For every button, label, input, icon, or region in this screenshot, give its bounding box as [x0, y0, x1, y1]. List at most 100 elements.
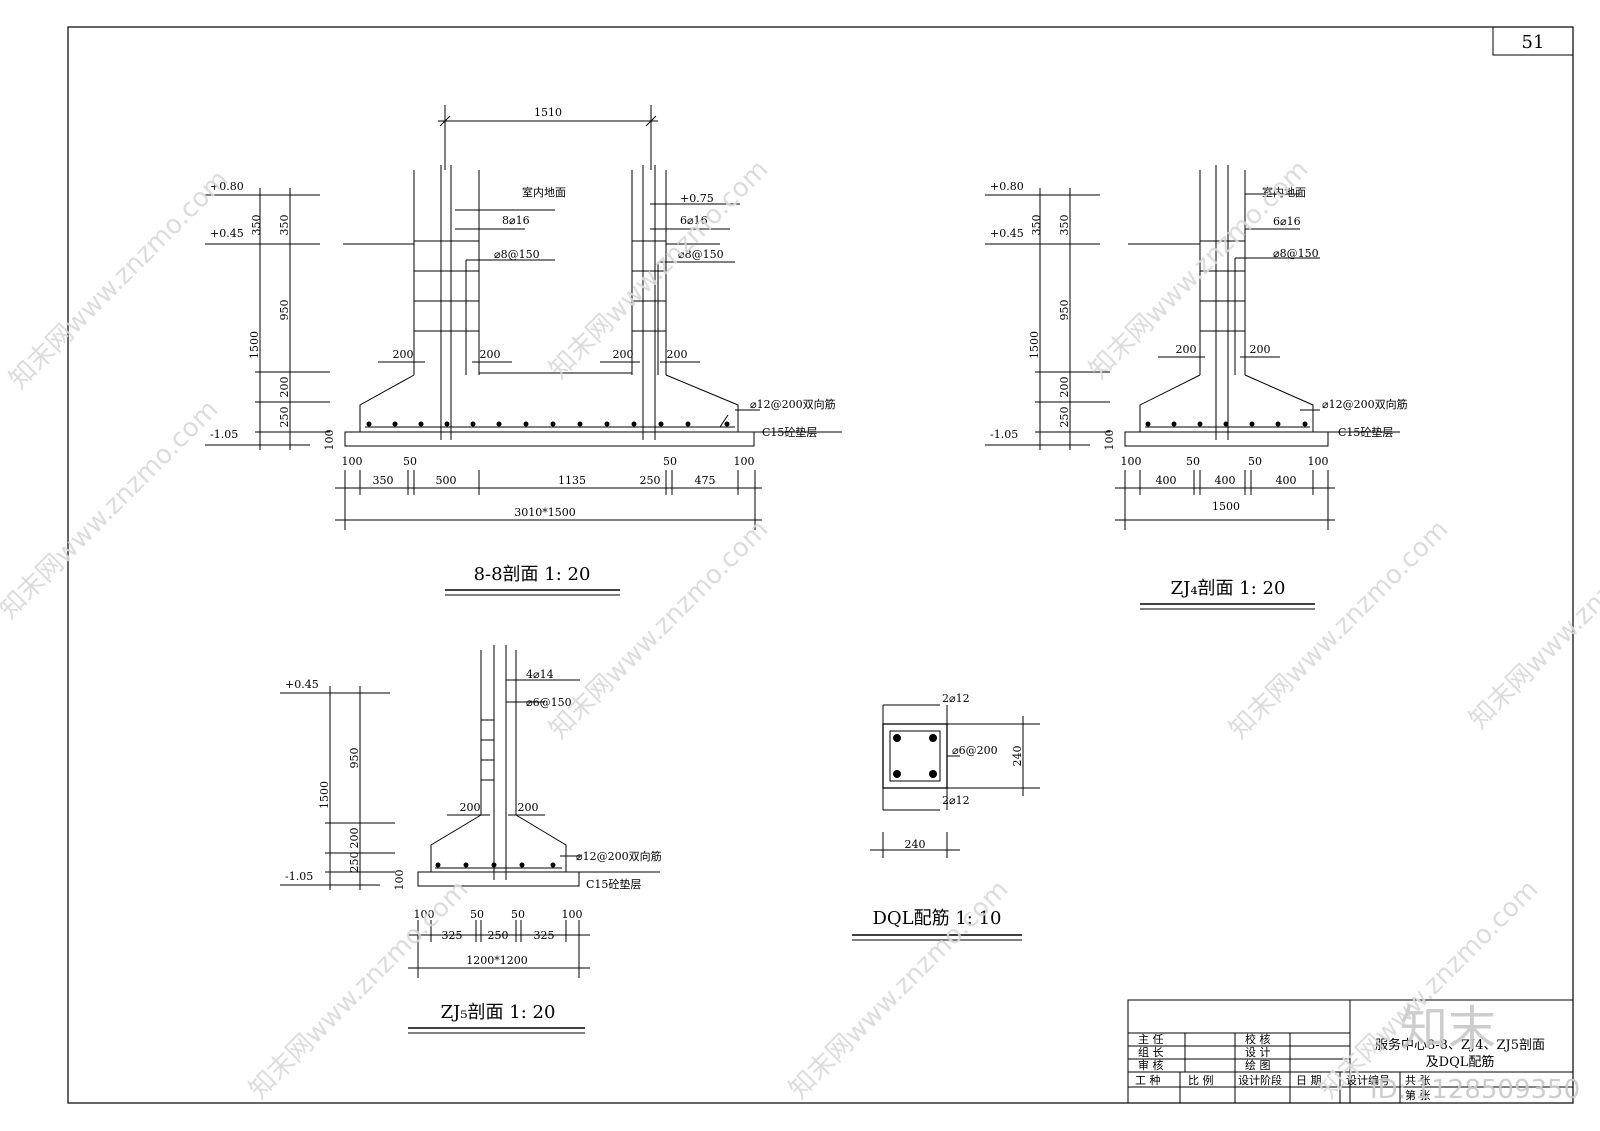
zj4-bdim-400-a: 400: [1156, 474, 1177, 487]
zj5-level-plus045: +0.45: [285, 678, 319, 691]
zj5-bdim-325-b: 325: [534, 929, 555, 942]
section-8-8-text: 1510 +0.80 +0.45 -1.05 +0.75 350 350 950…: [210, 106, 836, 585]
title-block: [1127, 999, 1574, 1104]
label-d8-150-right: ⌀8@150: [678, 248, 724, 261]
zj4-dim-200: 200: [1058, 377, 1071, 398]
watermark-text: 知末网www.znzmo.com: [1224, 514, 1455, 745]
bdim-overall: 3010*1500: [514, 506, 576, 519]
zj4-dim-350-a: 350: [1030, 215, 1043, 236]
dql-label-bottom: 2⌀12: [942, 794, 970, 807]
dql-dim-horizontal: 240: [905, 838, 926, 851]
zj4-label-d12-200: ⌀12@200双向筋: [1322, 397, 1408, 411]
tb-director: 主 任: [1138, 1033, 1164, 1046]
page-number: 51: [1522, 32, 1545, 53]
tb-checker: 校 核: [1245, 1032, 1271, 1046]
dim-1500: 1500: [248, 331, 261, 359]
level-plus080: +0.80: [210, 180, 244, 193]
watermark-text: 知末网www.znzmo.com: [1314, 874, 1545, 1105]
zj4-label-d8-150: ⌀8@150: [1273, 247, 1319, 260]
section-zj5: [280, 645, 660, 1034]
dim-100: 100: [323, 430, 336, 451]
zj5-bdim-250: 250: [488, 929, 509, 942]
dql-dim-vertical: 240: [1011, 746, 1024, 767]
zj4-bdim-50-a: 50: [1186, 455, 1200, 468]
bdim-100-a: 100: [342, 455, 363, 468]
tb-drafter: 绘 图: [1245, 1058, 1271, 1072]
zj5-dim-100: 100: [393, 870, 406, 891]
zj5-level-minus105: -1.05: [285, 870, 313, 883]
dim-200: 200: [278, 377, 291, 398]
zj4-bdim-400-b: 400: [1215, 474, 1236, 487]
zj5-bdim-100-a: 100: [414, 908, 435, 921]
dim-250: 250: [278, 407, 291, 428]
bdim-100-b: 100: [734, 455, 755, 468]
tb-designer: 设 计: [1245, 1046, 1271, 1059]
section-dql: [852, 704, 1040, 941]
zj4-bdim-overall: 1500: [1212, 500, 1240, 513]
bdim-50-b: 50: [663, 455, 677, 468]
bdim-1135: 1135: [558, 474, 586, 487]
tb-total-sheets: 共 张: [1405, 1074, 1431, 1087]
tb-sheet-number: 第 张: [1405, 1088, 1431, 1102]
label-c15: C15砼垫层: [762, 425, 817, 439]
tb-reviewer: 审 核: [1138, 1058, 1164, 1072]
watermark-text: 知末网www.znzmo.com: [1464, 504, 1600, 735]
dim-350-a: 350: [250, 215, 263, 236]
watermarks: 知末网www.znzmo.com 知末网www.znzmo.com 知末网www…: [0, 154, 1600, 1105]
dql-rebar-dots: [893, 734, 937, 778]
zj5-label-d12-200: ⌀12@200双向筋: [576, 849, 662, 863]
tb-scale: 比 例: [1188, 1073, 1214, 1087]
zj4-dim200-b: 200: [1250, 343, 1271, 356]
zj5-dim-250: 250: [348, 852, 361, 873]
section-dql-text: 2⌀12 ⌀6@200 2⌀12 240 240 DQL配筋 1: 10: [872, 692, 1024, 929]
level-plus045: +0.45: [210, 227, 244, 240]
watermark-text: 知末网www.znzmo.com: [4, 164, 235, 395]
zj4-bdim-100-a: 100: [1121, 455, 1142, 468]
section-zj4: [985, 165, 1400, 610]
zj5-bdim-50-a: 50: [470, 908, 484, 921]
tb-design-number: 设计编号: [1346, 1073, 1390, 1087]
title-block-text: 主 任 校 核 组 长 设 计 审 核 绘 图 工 种 比 例 设计阶段 日 期…: [1135, 1032, 1545, 1102]
bdim-475: 475: [695, 474, 716, 487]
bdim-500: 500: [436, 474, 457, 487]
watermark-text: 知末网www.znzmo.com: [544, 154, 775, 385]
zj4-bdim-400-c: 400: [1276, 474, 1297, 487]
label-d8-150-left: ⌀8@150: [494, 248, 540, 261]
section-zj4-text: +0.80 +0.45 -1.05 350 350 950 200 250 10…: [990, 180, 1408, 599]
page-number-box: [1492, 26, 1574, 56]
zj5-dim200-a: 200: [460, 801, 481, 814]
tb-design-stage: 设计阶段: [1238, 1073, 1282, 1087]
zj5-label-c15: C15砼垫层: [586, 877, 641, 891]
zj4-level-minus105: -1.05: [990, 428, 1018, 441]
level-plus075: +0.75: [680, 192, 714, 205]
dim200-a: 200: [393, 348, 414, 361]
zj4-label-c15: C15砼垫层: [1338, 425, 1393, 439]
zj5-label-d6-150: ⌀6@150: [526, 696, 572, 709]
zj5-dim200-b: 200: [518, 801, 539, 814]
watermark-text: 知末网www.znzmo.com: [544, 514, 775, 745]
zj4-bdim-50-b: 50: [1248, 455, 1262, 468]
section-zj5-rebar-dots: [435, 862, 556, 868]
zj5-bdim-overall: 1200*1200: [466, 954, 528, 967]
zj4-dim-100: 100: [1103, 430, 1116, 451]
zj5-dim-200: 200: [348, 828, 361, 849]
section-title-dql: DQL配筋 1: 10: [872, 908, 1001, 929]
sheet-border: [67, 26, 1574, 1104]
zj5-bdim-100-b: 100: [562, 908, 583, 921]
zj5-dim-950: 950: [348, 748, 361, 769]
bdim-350: 350: [373, 474, 394, 487]
dql-label-stirrup: ⌀6@200: [952, 744, 998, 757]
dim200-d: 200: [667, 348, 688, 361]
zj4-dim-350-b: 350: [1058, 215, 1071, 236]
tb-drawing-title-1: 服务中心8-8、ZJ4、ZJ5剖面: [1375, 1037, 1545, 1053]
label-8d16: 8⌀16: [502, 214, 530, 227]
dim-350-b: 350: [278, 215, 291, 236]
section-zj4-rebar-dots: [1145, 421, 1308, 427]
watermark-text: 知末网www.znzmo.com: [0, 394, 224, 625]
zj4-bdim-100-b: 100: [1308, 455, 1329, 468]
zj4-level-plus045: +0.45: [990, 227, 1024, 240]
label-d12-200: ⌀12@200双向筋: [750, 397, 836, 411]
section-title-8-8: 8-8剖面 1: 20: [474, 564, 591, 585]
bdim-50-a: 50: [403, 455, 417, 468]
